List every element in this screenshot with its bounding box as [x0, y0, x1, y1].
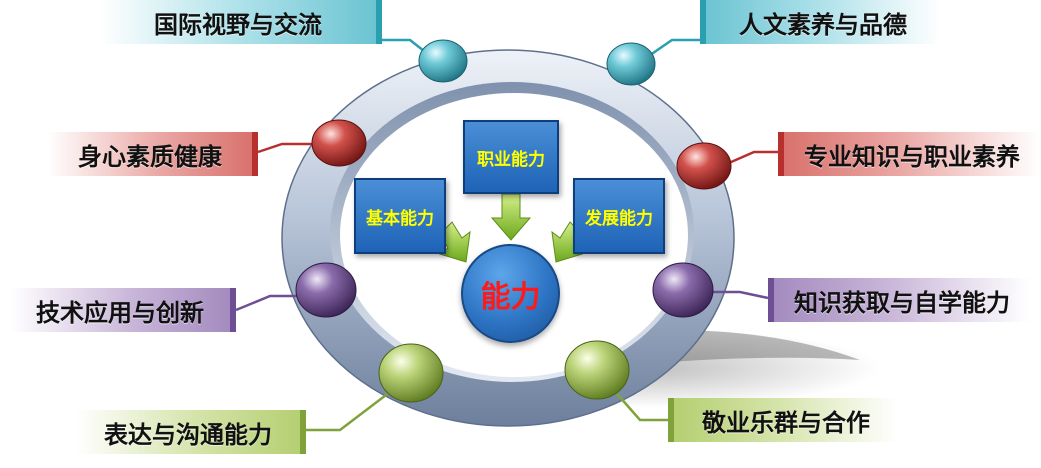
connector-technology [235, 294, 300, 312]
ball-purple-left [295, 262, 357, 318]
label-international-vision: 国际视野与交流 [100, 0, 382, 44]
box-professional-ability: 职业能力 [463, 120, 559, 194]
label-teamwork: 敬业乐群与合作 [668, 398, 898, 442]
ball-red-left [311, 119, 367, 167]
label-professional-knowledge: 专业知识与职业素养 [778, 132, 1040, 176]
ball-purple-right [652, 262, 714, 318]
ball-teal-left [418, 39, 468, 83]
label-knowledge-acquisition: 知识获取与自学能力 [768, 278, 1030, 322]
label-communication: 表达与沟通能力 [76, 410, 306, 454]
ball-green-right [564, 340, 630, 400]
ball-green-left [378, 343, 444, 403]
center-ability: 能力 [461, 244, 560, 343]
box-basic-ability: 基本能力 [354, 178, 446, 254]
connector-communication [306, 391, 391, 432]
ring-balls [295, 39, 732, 403]
arrow-down [490, 193, 532, 241]
arrow-left-in [438, 221, 471, 263]
connector-knowledge [708, 290, 769, 300]
label-health: 身心素质健康 [48, 132, 258, 176]
box-development-ability: 发展能力 [573, 178, 665, 254]
label-humanities: 人文素养与品德 [700, 0, 940, 44]
ball-red-right [676, 142, 732, 190]
connector-professional-knowledge [721, 150, 778, 168]
connector-teamwork [611, 387, 668, 422]
connector-health [257, 142, 322, 154]
label-technology-innovation: 技术应用与创新 [10, 288, 236, 332]
ball-teal-right [606, 42, 656, 86]
outer-ring [281, 49, 735, 427]
